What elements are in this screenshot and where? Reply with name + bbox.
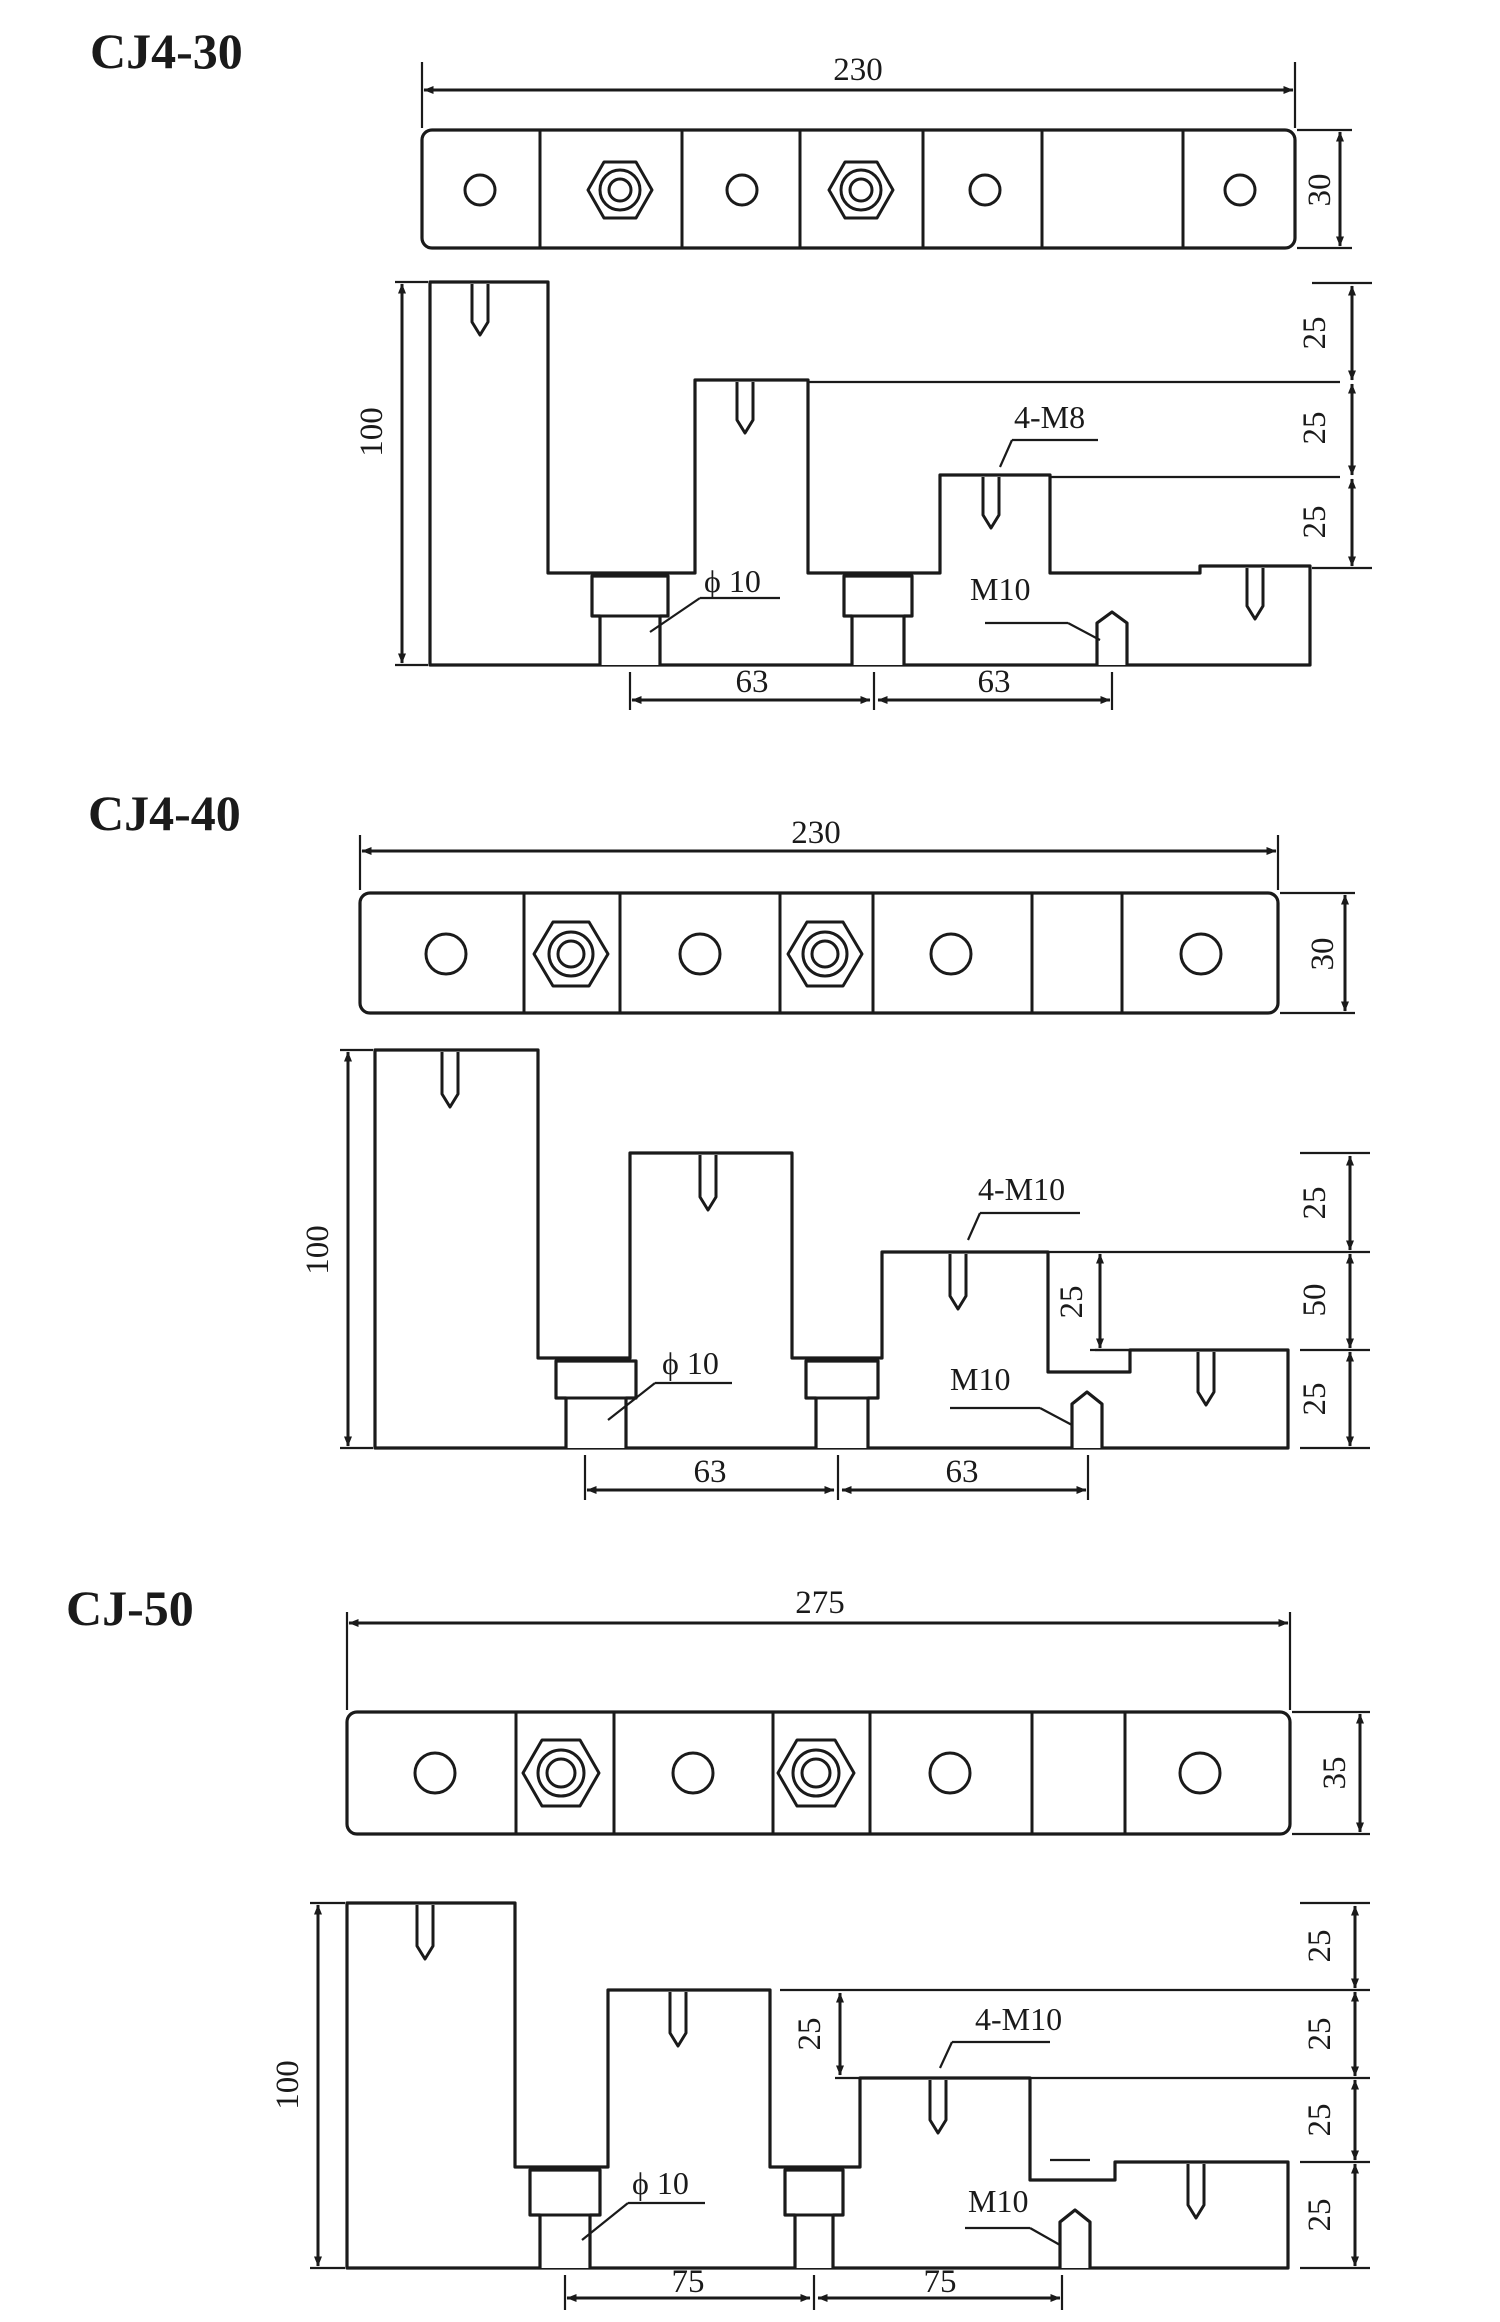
step-height-label: 25 [1302, 2104, 1338, 2137]
pitch-label: 63 [978, 664, 1011, 700]
bolt-spec-label: 4-M8 [1014, 399, 1085, 435]
terminal-stud [804, 1359, 880, 1448]
threaded-hole-icon [415, 1905, 1206, 2220]
mounting-hole-icon [413, 1751, 457, 1795]
pitch-label: 75 [672, 2264, 705, 2300]
step-height-label: 25 [1302, 2018, 1338, 2051]
bolt-spec-label: 4-M10 [978, 1171, 1065, 1207]
hole-spec-label: ϕ 10 [632, 2165, 689, 2201]
threaded-hole-icon [470, 284, 1265, 621]
step-height-label: 50 [1297, 1284, 1333, 1317]
mounting-hole-icon [678, 932, 722, 976]
inner-step-label: 25 [1054, 1286, 1090, 1319]
step-height-label: 25 [1302, 2199, 1338, 2232]
mounting-hole-icon [1223, 173, 1257, 207]
step-height-label: 25 [1297, 1383, 1333, 1416]
width-label: 230 [833, 52, 883, 88]
mounting-hole-icon [1178, 1751, 1222, 1795]
pitch-label: 75 [924, 2264, 957, 2300]
width-label: 230 [791, 815, 841, 851]
section-title: CJ4-40 [88, 785, 241, 841]
hole-spec-label: ϕ 10 [662, 1345, 719, 1381]
mounting-hole-icon [968, 173, 1002, 207]
height-label: 100 [270, 2060, 306, 2110]
section-cj4-30: CJ4-30 230 [90, 23, 1372, 710]
m10-stud [1095, 610, 1129, 665]
mounting-hole-icon [929, 932, 973, 976]
step-height-label: 25 [1297, 506, 1333, 539]
hex-nut-icon [776, 1738, 856, 1808]
section-cj-50: CJ-50 275 [66, 1580, 1370, 2310]
side-view: 100 25 25 25 25 25 4-M10 ϕ 10 M10 [270, 1901, 1370, 2310]
pitch-label: 63 [694, 1454, 727, 1490]
bolt-spec-label: 4-M10 [975, 2001, 1062, 2037]
stud-spec-label: M10 [968, 2183, 1028, 2219]
hex-nut-icon [586, 160, 654, 220]
mounting-hole-icon [928, 1751, 972, 1795]
terminal-stud [528, 2168, 602, 2268]
busbar-top-outline [358, 891, 1280, 1015]
mounting-hole-icon [424, 932, 468, 976]
section-title: CJ4-30 [90, 23, 243, 79]
step-height-label: 25 [1297, 412, 1333, 445]
m10-stud [1058, 2208, 1092, 2268]
terminal-stud [590, 574, 670, 665]
stud-spec-label: M10 [970, 571, 1030, 607]
mounting-hole-icon [1179, 932, 1223, 976]
inner-step-label: 25 [792, 2018, 828, 2051]
threaded-hole-icon [440, 1052, 1216, 1407]
step-height-label: 25 [1302, 1930, 1338, 1963]
hole-spec-label: ϕ 10 [704, 563, 761, 599]
hex-nut-icon [827, 160, 895, 220]
height-label: 100 [354, 407, 390, 457]
terminal-stud [842, 574, 914, 665]
mounting-hole-icon [671, 1751, 715, 1795]
busbar-top-outline [420, 128, 1297, 250]
step-height-label: 25 [1297, 317, 1333, 350]
pitch-label: 63 [736, 664, 769, 700]
stud-spec-label: M10 [950, 1361, 1010, 1397]
top-view: 230 30 [420, 52, 1352, 250]
m10-stud [1070, 1390, 1104, 1448]
mounting-hole-icon [725, 173, 759, 207]
hex-nut-icon [532, 920, 610, 988]
terminal-stud [554, 1359, 638, 1448]
hex-nut-icon [786, 920, 864, 988]
side-view: 100 25 25 25 4-M8 ϕ 10 M10 63 63 [354, 280, 1372, 710]
height-label: 100 [300, 1225, 336, 1275]
height-label: 30 [1305, 938, 1341, 971]
busbar-top-outline [345, 1710, 1292, 1836]
section-title: CJ-50 [66, 1580, 194, 1636]
top-view: 230 30 [358, 815, 1355, 1015]
width-label: 275 [795, 1585, 845, 1621]
pitch-label: 63 [946, 1454, 979, 1490]
top-view: 275 35 [345, 1585, 1370, 1836]
height-label: 35 [1317, 1757, 1353, 1790]
step-height-label: 25 [1297, 1187, 1333, 1220]
section-cj4-40: CJ4-40 230 [88, 785, 1370, 1500]
height-label: 30 [1302, 174, 1338, 207]
hex-nut-icon [521, 1738, 601, 1808]
terminal-stud [783, 2168, 845, 2268]
side-view: 100 25 50 25 25 4-M10 ϕ 10 M10 [300, 1048, 1370, 1500]
mounting-hole-icon [463, 173, 497, 207]
